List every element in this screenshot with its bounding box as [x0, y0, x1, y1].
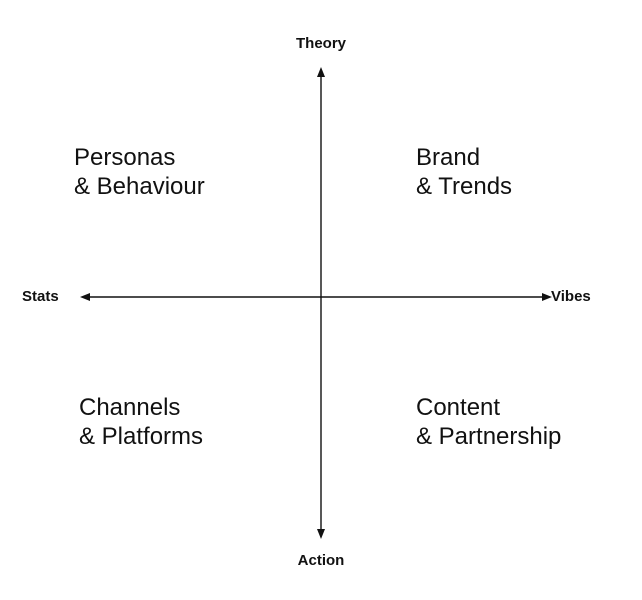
quadrant-subtitle: & Partnership: [416, 423, 562, 450]
quadrant-subtitle: & Trends: [416, 173, 513, 200]
arrow-left-icon: [80, 293, 90, 301]
axis-label-right: Vibes: [551, 288, 591, 305]
axis-label-left: Stats: [22, 288, 59, 305]
arrow-up-icon: [317, 67, 325, 77]
quadrant-subtitle: & Platforms: [79, 423, 204, 450]
axis-label-top: Theory: [295, 35, 347, 52]
quadrant-subtitle: & Behaviour: [74, 173, 205, 200]
quadrant-title: Brand: [416, 144, 481, 171]
quadrant-top-right: Brand & Trends: [416, 143, 512, 201]
axis-label-bottom: Action: [297, 552, 345, 569]
quadrant-top-left: Personas & Behaviour: [74, 143, 205, 201]
arrow-right-icon: [542, 293, 552, 301]
arrow-down-icon: [317, 529, 325, 539]
quadrant-bottom-right: Content & Partnership: [416, 393, 561, 451]
quadrant-bottom-left: Channels & Platforms: [79, 393, 203, 451]
quadrant-title: Personas: [74, 144, 176, 171]
quadrant-title: Channels: [79, 394, 181, 421]
quadrant-title: Content: [416, 394, 501, 421]
